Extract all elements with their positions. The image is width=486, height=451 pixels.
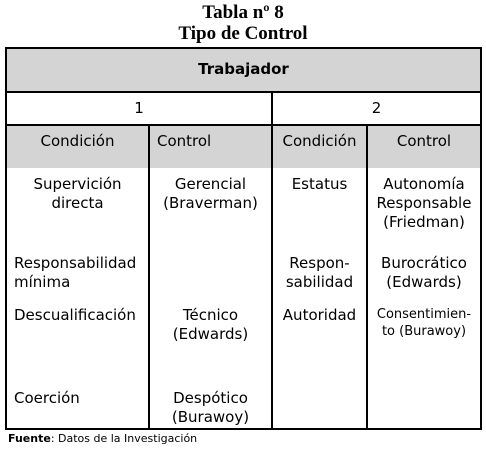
rule-1	[7, 91, 480, 93]
cell-r1-c2: Gerencial (Braverman)	[163, 175, 258, 212]
cell-r4-c2: Despótico (Burawoy)	[171, 389, 250, 426]
cell-r3-c4: Consentimien- to (Burawoy)	[376, 307, 472, 339]
data-table: Trabajador 1 2 Condición Control Condici…	[5, 47, 482, 430]
cell-r2-c4: Burocrático (Edwards)	[381, 254, 467, 291]
group-2-label: 2	[371, 99, 382, 117]
source-note: Fuente: Datos de la Investigación	[8, 432, 197, 445]
subheader-band	[7, 126, 480, 168]
divider-right	[366, 126, 368, 428]
header-condicion-1: Condición	[40, 132, 115, 150]
cell-r1-c4: Autonomía Responsable (Friedman)	[376, 175, 472, 231]
rule-2	[7, 124, 480, 126]
cell-r2-c1: Responsabilidad mínima	[14, 254, 137, 291]
table-subtitle: Tipo de Control	[178, 23, 308, 44]
header-trabajador: Trabajador	[198, 60, 289, 78]
source-text: : Datos de la Investigación	[50, 432, 198, 445]
header-control-1: Control	[157, 132, 212, 150]
cell-r2-c3: Respon- sabilidad	[285, 254, 354, 291]
cell-r4-c1: Coerción	[14, 389, 80, 407]
cell-r3-c3: Autoridad	[282, 306, 357, 324]
header-condicion-2: Condición	[282, 132, 357, 150]
cell-r1-c3: Estatus	[291, 175, 348, 193]
cell-r1-c1: Supervición directa	[33, 175, 122, 212]
source-label: Fuente	[8, 432, 51, 445]
cell-r3-c1: Descualificación	[14, 306, 136, 324]
header-band	[7, 49, 480, 91]
cell-r3-c2: Técnico (Edwards)	[172, 306, 249, 343]
table-title: Tabla nº 8	[202, 2, 284, 23]
header-control-2: Control	[396, 132, 452, 150]
group-1-label: 1	[134, 99, 144, 117]
divider-main	[271, 93, 273, 428]
divider-left	[148, 126, 150, 428]
